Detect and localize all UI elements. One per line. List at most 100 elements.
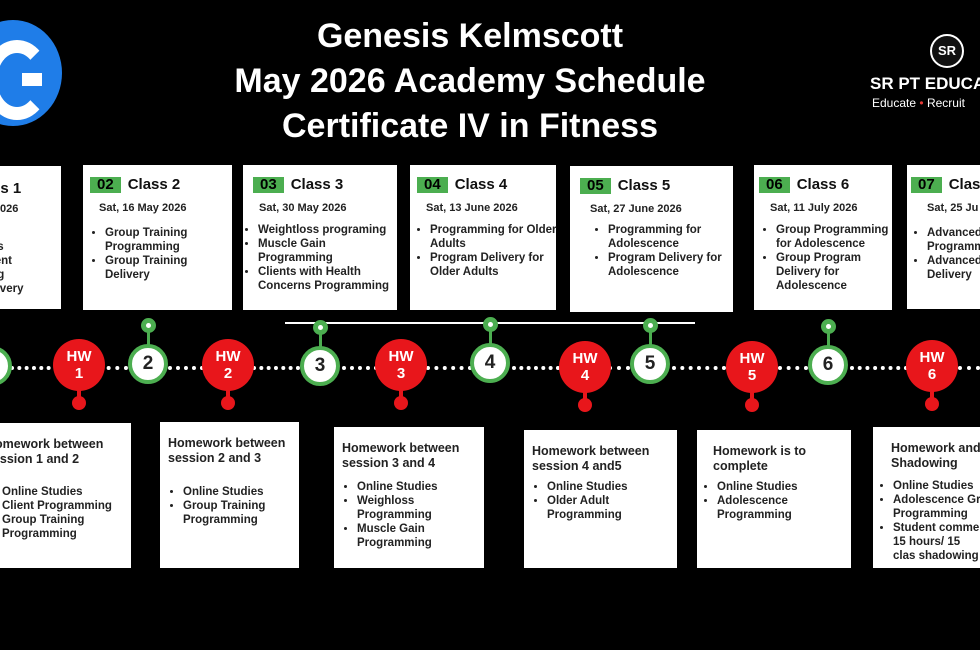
sr-tag-educate: Educate	[872, 96, 917, 110]
timeline-dots	[850, 366, 908, 374]
timeline-dots	[98, 366, 128, 374]
sr-logo-mark-icon: SR	[930, 34, 964, 68]
class-label: Class 6	[796, 176, 850, 193]
homework-item: Group Training Programming	[183, 499, 299, 527]
class-topic: delivery	[0, 283, 24, 295]
class-date: Sat, 27 June 2026	[590, 203, 682, 215]
session-node-3: 3	[300, 320, 340, 386]
timeline-dots	[168, 366, 204, 374]
homework-card-1: Homework between session 1 and 2 Online …	[0, 423, 131, 568]
class-topic: Clients with Health Concerns Programming	[258, 265, 401, 293]
class-topic: Program Delivery for Older Adults	[430, 251, 560, 279]
title-line-3: Certificate IV in Fitness	[282, 107, 658, 145]
class-date: Sat, 25 Ju	[927, 202, 979, 214]
class-topic: Program Delivery for Adolescence	[608, 251, 738, 279]
homework-card-2: Homework between session 2 and 3 Online …	[160, 422, 299, 568]
homework-item: Online Studies	[2, 485, 130, 499]
homework-item: Group Training Programming	[2, 513, 130, 541]
class-number-badge: 02	[90, 177, 121, 193]
class-topics: Group Training Programming Group Trainin…	[91, 226, 205, 282]
homework-item: Online Studies	[547, 480, 667, 494]
class-topics: Weightloss programing Muscle Gain Progra…	[244, 223, 401, 293]
class-topics: Advanced Programm Advanced Delivery	[913, 226, 980, 282]
session-node-2: 2	[128, 318, 168, 384]
sr-pt-logo: SR SR PT EDUCA Educate • Recruit	[870, 30, 980, 110]
pin-knob-icon	[313, 320, 328, 335]
class-number-badge: 03	[253, 177, 284, 193]
homework-title: Homework between session 1 and 2	[0, 437, 104, 466]
session-number: 5	[644, 353, 656, 374]
pin-knob-icon	[141, 318, 156, 333]
class-topic: Group Training Delivery	[105, 254, 205, 282]
title-line-2: May 2026 Academy Schedule	[234, 62, 706, 100]
timeline-dots	[252, 366, 300, 374]
homework-items: Online Studies Group Training Programmin…	[169, 485, 299, 527]
homework-item: Online Studies	[357, 480, 477, 494]
session-number: 4	[484, 352, 496, 373]
timeline-dots	[342, 366, 378, 374]
homework-item: Muscle Gain Programming	[357, 522, 477, 550]
class-topics: Programming for Adolescence Program Deli…	[594, 223, 738, 279]
title-line-1: Genesis Kelmscott	[316, 17, 624, 55]
session-number: 6	[822, 354, 834, 375]
class-topic: Group Programming for Adolescence	[776, 223, 896, 251]
homework-item: Weighloss Programming	[357, 494, 477, 522]
homework-item: Online Studies	[717, 480, 837, 494]
class-label: ss 1	[0, 180, 22, 197]
class-label: Class 2	[127, 176, 181, 193]
session-number: 2	[142, 353, 154, 374]
class-date: Sat, 30 May 2026	[259, 202, 347, 214]
homework-item: Client Programming	[2, 499, 130, 513]
class-number-badge: 06	[759, 177, 790, 193]
timeline-dots	[608, 366, 630, 374]
class-number-badge: 05	[580, 178, 611, 194]
class-label: Class 5	[617, 177, 671, 194]
homework-card-4: Homework between session 4 and5 Online S…	[524, 430, 677, 568]
homework-title: Homework between session 3 and 4	[342, 441, 460, 470]
class-topic: Weightloss programing	[258, 223, 401, 237]
class-topics: Programming for Older Adults Program Del…	[416, 223, 560, 279]
pin-knob-icon	[578, 398, 592, 412]
class-topic: Programming for Older Adults	[430, 223, 560, 251]
class-topic: Group Training Programming	[105, 226, 205, 254]
pin-knob-icon	[821, 319, 836, 334]
pin-knob-icon	[745, 398, 759, 412]
homework-card-3: Homework between session 3 and 4 Online …	[334, 427, 484, 568]
pin-knob-icon	[643, 318, 658, 333]
homework-item: Online Studies	[183, 485, 299, 499]
page-title: Genesis Kelmscott May 2026 Academy Sched…	[190, 14, 750, 149]
homework-title: Homework is to complete	[713, 444, 807, 473]
timeline-dots	[778, 366, 808, 374]
timeline-dots	[512, 366, 560, 374]
class-topic: Advanced Delivery	[927, 254, 980, 282]
homework-item: Adolescence Programming	[717, 494, 837, 522]
class-card-2: 02 Class 2 Sat, 16 May 2026 Group Trainin…	[83, 165, 232, 310]
class-date: Sat, 16 May 2026	[99, 202, 187, 214]
homework-title: Homework between session 2 and 3	[168, 436, 286, 465]
homework-card-5: Homework is to complete Online Studies A…	[697, 430, 851, 568]
class-label: Clas	[948, 176, 980, 193]
session-number: 3	[314, 355, 326, 376]
homework-items: Online Studies Older Adult Programming	[533, 480, 667, 522]
class-label: Class 3	[290, 176, 344, 193]
homework-items: Online Studies Weighloss Programming Mus…	[343, 480, 477, 550]
class-card-1: ss 1 026 ents Client ning delivery	[0, 166, 61, 309]
class-topic: Programming for Adolescence	[608, 223, 738, 251]
session-node-1	[0, 346, 12, 386]
genesis-logo-icon	[0, 20, 62, 126]
homework-item: Adolescence Gr Programming	[893, 493, 980, 521]
class-topic: Advanced Programm	[927, 226, 980, 254]
class-topic: Group Program Delivery for Adolescence	[776, 251, 896, 293]
class-topic: ning	[0, 269, 5, 281]
sr-logo-name: SR PT EDUCA	[870, 74, 980, 93]
homework-item: Online Studies	[893, 479, 980, 493]
class-number-badge: 04	[417, 177, 448, 193]
